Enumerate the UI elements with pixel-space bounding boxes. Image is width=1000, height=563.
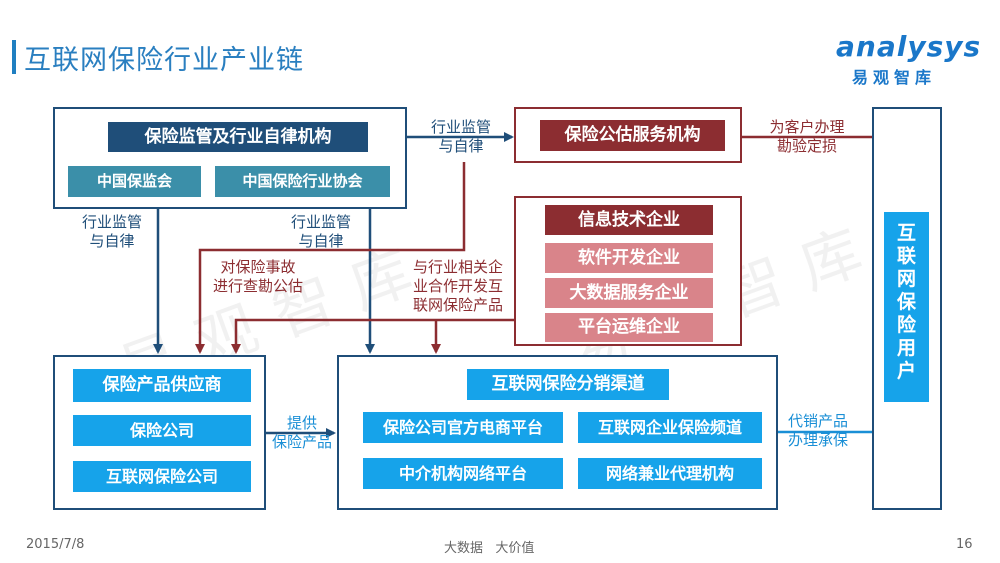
edge-label-line: 与行业相关企 xyxy=(412,258,503,276)
edge-label-channel-user: 代销产品 办理承保 xyxy=(778,412,858,450)
footer-center-right: 大价值 xyxy=(495,541,535,556)
edge-label-line: 代销产品 xyxy=(787,412,848,430)
analysys-logo: analysys xyxy=(836,30,982,63)
edge-label-line: 保险产品 xyxy=(271,433,332,451)
edge-label-line: 与自律 xyxy=(438,137,484,155)
edge-label-line: 联网保险产品 xyxy=(412,296,503,314)
footer-center-left: 大数据 xyxy=(444,541,484,556)
channel-item-agency: 中介机构网络平台 xyxy=(363,458,563,489)
user-title: 互联网保险用户 xyxy=(896,222,916,382)
supplier-item-insurer: 保险公司 xyxy=(73,415,251,446)
footer-center: 大数据 大价值 xyxy=(444,537,534,556)
it-item-operations: 平台运维企业 xyxy=(545,313,713,342)
it-enterprise-title: 信息技术企业 xyxy=(545,205,713,235)
page-title: 互联网保险行业产业链 xyxy=(24,45,304,76)
edge-label-supplier-channel: 提供 保险产品 xyxy=(264,414,340,452)
edge-label-line: 办理承保 xyxy=(787,431,848,449)
channel-title: 互联网保险分销渠道 xyxy=(467,369,669,400)
edge-label-line: 业合作开发互 xyxy=(412,277,503,295)
footer-date: 2015/7/8 xyxy=(26,537,85,552)
analysys-logo-subtitle: 易观智库 xyxy=(852,68,937,87)
edge-label-line: 对保险事故 xyxy=(220,258,296,276)
edge-label-reg-channel: 行业监管 与自律 xyxy=(281,213,361,251)
regulator-item-association: 中国保险行业协会 xyxy=(215,166,390,197)
appraisal-title: 保险公估服务机构 xyxy=(540,120,725,151)
edge-label-line: 行业监管 xyxy=(81,213,142,231)
regulator-item-circ: 中国保监会 xyxy=(68,166,201,197)
channel-item-official: 保险公司官方电商平台 xyxy=(363,412,563,443)
title-accent-bar xyxy=(12,40,16,74)
it-item-software: 软件开发企业 xyxy=(545,243,713,273)
edge-label-line: 为客户办理 xyxy=(769,118,845,136)
edge-label-line: 与自律 xyxy=(89,232,135,250)
arrow-it-to-supplier xyxy=(231,318,514,354)
it-item-bigdata: 大数据服务企业 xyxy=(545,278,713,308)
supplier-item-internet-insurer: 互联网保险公司 xyxy=(73,461,251,492)
edge-label-it-partners: 与行业相关企 业合作开发互 联网保险产品 xyxy=(402,258,514,315)
edge-label-appraisal-supplier: 对保险事故 进行查勘公估 xyxy=(203,258,313,296)
channel-item-internet-portal: 互联网企业保险频道 xyxy=(578,412,762,443)
footer-page-number: 16 xyxy=(956,537,973,552)
edge-label-line: 行业监管 xyxy=(430,118,491,136)
edge-label-reg-appraisal: 行业监管 与自律 xyxy=(421,118,501,156)
supplier-title: 保险产品供应商 xyxy=(73,369,251,402)
edge-label-appraisal-user: 为客户办理 勘验定损 xyxy=(752,118,862,156)
edge-label-line: 提供 xyxy=(286,414,317,432)
edge-label-line: 进行查勘公估 xyxy=(212,277,303,295)
regulators-title: 保险监管及行业自律机构 xyxy=(108,122,368,152)
channel-item-part-time-agent: 网络兼业代理机构 xyxy=(578,458,762,489)
edge-label-reg-supplier: 行业监管 与自律 xyxy=(72,213,152,251)
edge-label-line: 勘验定损 xyxy=(776,137,837,155)
user-label-bg xyxy=(884,212,929,402)
edge-label-line: 与自律 xyxy=(298,232,344,250)
arrow-appraisal-to-supplier xyxy=(195,162,466,354)
edge-label-line: 行业监管 xyxy=(290,213,351,231)
